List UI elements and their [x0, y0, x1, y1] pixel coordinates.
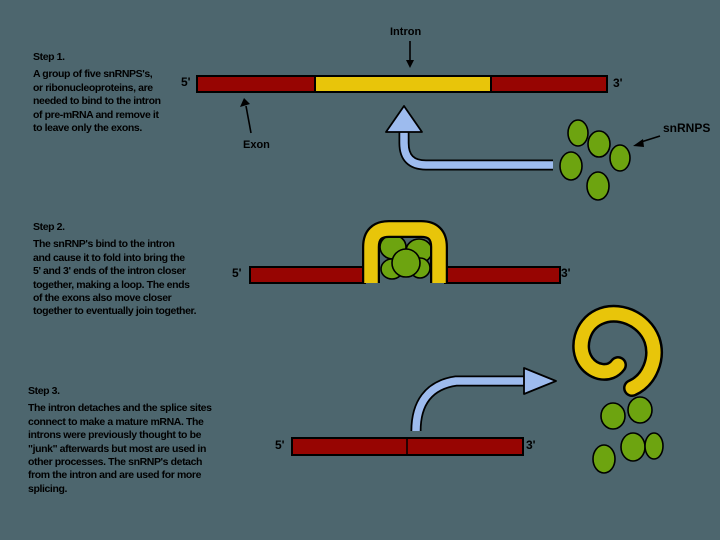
step3-description: The intron detaches and the splice sites… — [28, 402, 212, 495]
step1-text-block: Step 1. A group of five snRNPS's, or rib… — [33, 51, 208, 135]
step1-description: A group of five snRNPS's, or ribonucleop… — [33, 68, 161, 135]
step3-detach-arrowhead-icon — [523, 367, 557, 395]
step2-diagram — [249, 220, 561, 284]
snrnp-circle — [586, 171, 610, 201]
step1-diagram — [196, 41, 661, 201]
step2-description: The snRNP's bind to the intron and cause… — [33, 238, 197, 318]
snrnp-circle — [559, 151, 583, 181]
intron-label: Intron — [390, 26, 422, 38]
snrnps-label: snRNPS — [663, 121, 711, 135]
step2-intron-loop — [364, 222, 446, 283]
step1-binding-arrow-shaft — [400, 131, 553, 169]
snrnps-pointer-line — [640, 135, 661, 143]
step3-detached-intron-loop — [574, 307, 661, 395]
step1-exon-segment-right — [490, 75, 608, 93]
step1-exon-segment-left — [196, 75, 316, 93]
step2-exon-segment-left — [249, 266, 366, 284]
step3-title: Step 3. — [28, 385, 60, 397]
step1-binding-arrowhead-icon — [385, 105, 423, 133]
step3-three-prime-label: 3' — [526, 438, 536, 452]
snrnp-circle — [620, 432, 646, 462]
intron-pointer-arrowhead-icon — [406, 60, 414, 68]
step3-detach-arrow-shaft — [412, 377, 524, 432]
step2-title: Step 2. — [33, 221, 65, 233]
step1-binding-arrow-outline — [398, 131, 553, 171]
exon-pointer-line — [245, 105, 252, 134]
step1-three-prime-label: 3' — [613, 76, 623, 90]
snrnp-circle — [592, 444, 616, 474]
snrnp-circle-central — [391, 248, 421, 278]
step3-five-prime-label: 5' — [275, 438, 285, 452]
snrnps-pointer-arrowhead-icon — [633, 139, 644, 147]
step2-three-prime-label: 3' — [561, 266, 571, 280]
snrnp-circle — [644, 432, 664, 460]
step2-text-block: Step 2. The snRNP's bind to the intron a… — [33, 221, 238, 319]
snrnp-circle — [567, 119, 589, 147]
step2-exon-segment-right — [444, 266, 561, 284]
step3-diagram — [291, 304, 664, 474]
snrnp-circle — [627, 396, 653, 424]
snrnp-circle — [587, 130, 611, 158]
step1-five-prime-label: 5' — [181, 75, 191, 89]
step3-text-block: Step 3. The intron detaches and the spli… — [28, 385, 243, 496]
step1-title: Step 1. — [33, 51, 65, 63]
step2-five-prime-label: 5' — [232, 266, 242, 280]
exon-pointer-arrowhead-icon — [240, 98, 250, 107]
exon-label: Exon — [243, 139, 270, 151]
snrnp-circle — [609, 144, 631, 172]
snrnp-circle — [600, 402, 626, 430]
step1-intron-segment — [314, 75, 492, 93]
